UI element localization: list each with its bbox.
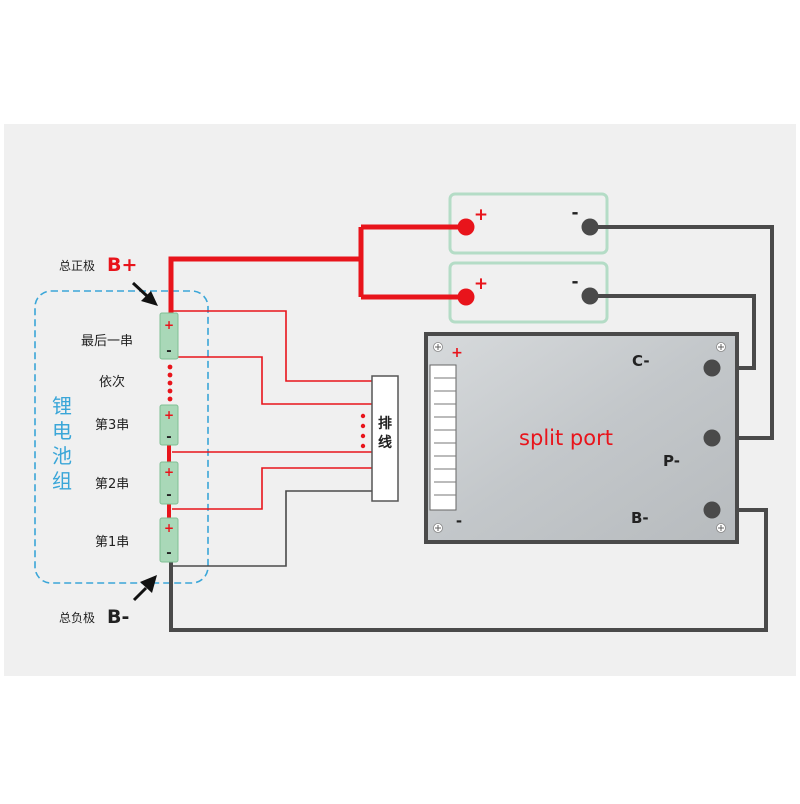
load2-minus-label: - bbox=[571, 272, 578, 292]
terminal-b bbox=[703, 501, 721, 519]
series-2-label: 第2串 bbox=[95, 477, 129, 492]
cell-plus: + bbox=[164, 465, 174, 479]
series-ellipsis-dots bbox=[167, 364, 173, 402]
total-positive-label: 总正极 bbox=[59, 259, 95, 273]
load-box-1 bbox=[448, 192, 609, 255]
terminal-c-label: C- bbox=[632, 352, 650, 370]
series-1-label: 第1串 bbox=[95, 535, 129, 550]
cable-connector bbox=[371, 375, 399, 502]
load2-plus-label: + bbox=[474, 274, 488, 294]
cell-last: + - bbox=[159, 312, 179, 360]
series-3-label: 第3串 bbox=[95, 418, 129, 433]
load-box-2 bbox=[448, 261, 609, 324]
terminal-p bbox=[703, 429, 721, 447]
cable-label-char-1: 排 bbox=[378, 415, 392, 432]
cell-plus: + bbox=[164, 318, 174, 332]
b-minus-label: B- bbox=[107, 606, 129, 628]
cable-label-char-2: 线 bbox=[378, 434, 392, 451]
last-series-label: 最后一串 bbox=[81, 334, 133, 349]
cell-3: + - bbox=[159, 404, 179, 446]
load1-positive-terminal bbox=[457, 218, 475, 236]
load1-negative-terminal bbox=[581, 218, 599, 236]
terminal-b-label: B- bbox=[631, 509, 649, 527]
cell-plus: + bbox=[164, 408, 174, 422]
pack-label-char-1: 锂 bbox=[52, 394, 72, 418]
terminal-c bbox=[703, 359, 721, 377]
in-order-label: 依次 bbox=[99, 374, 125, 390]
load2-positive-terminal bbox=[457, 288, 475, 306]
load1-minus-label: - bbox=[571, 203, 578, 223]
board-minus-label: - bbox=[456, 512, 462, 530]
cell-2: + - bbox=[159, 461, 179, 505]
balance-wires bbox=[172, 310, 372, 510]
terminal-p-label: P- bbox=[663, 452, 680, 470]
balance-wire-gray bbox=[172, 490, 372, 567]
b-minus-wire bbox=[169, 508, 768, 632]
positive-main-wire bbox=[168, 224, 466, 318]
balance-wire-1 bbox=[172, 310, 372, 382]
load1-negative-to-p-wire bbox=[590, 225, 774, 440]
cable-dots bbox=[360, 413, 366, 449]
cell-1: + - bbox=[159, 517, 179, 563]
cell-minus: - bbox=[166, 344, 171, 359]
total-negative-label: 总负极 bbox=[59, 611, 95, 625]
screw-crosses bbox=[435, 344, 724, 531]
cell-minus: - bbox=[166, 546, 171, 561]
balance-wire-2 bbox=[172, 356, 372, 405]
balance-wire-4 bbox=[172, 467, 372, 510]
pack-label-char-3: 池 bbox=[52, 444, 72, 468]
board-balance-header bbox=[429, 364, 457, 511]
cell-plus: + bbox=[164, 521, 174, 535]
b-minus-arrow bbox=[132, 575, 157, 602]
b-plus-arrow bbox=[131, 281, 158, 306]
load1-plus-label: + bbox=[474, 205, 488, 225]
cell-minus: - bbox=[166, 430, 171, 445]
split-port-label: split port bbox=[519, 426, 613, 450]
b-plus-label: B+ bbox=[107, 254, 137, 276]
battery-pack-outline bbox=[34, 290, 209, 584]
pack-label-char-2: 电 bbox=[52, 419, 72, 443]
bms-board bbox=[424, 332, 739, 544]
pack-label-char-4: 组 bbox=[52, 469, 72, 493]
header-pins bbox=[434, 377, 456, 496]
load2-negative-terminal bbox=[581, 287, 599, 305]
board-plus-label: + bbox=[451, 345, 463, 361]
cell-minus: - bbox=[166, 488, 171, 503]
